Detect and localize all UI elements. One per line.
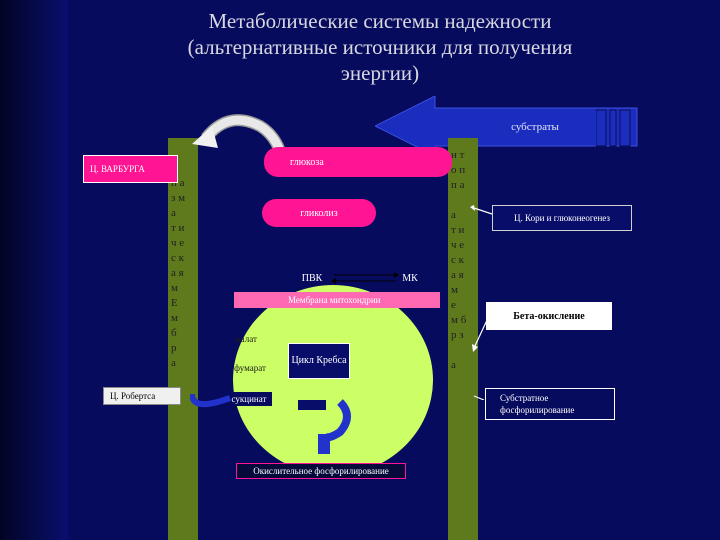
succinate-label: сукцинат [226, 392, 272, 406]
substrate-phos-box: Субстратное фосфорилирование [485, 388, 615, 420]
left-gradient-panel [0, 0, 68, 540]
title-line-1: Метаболические системы надежности [208, 9, 552, 33]
mitochondria-oval [233, 285, 433, 475]
mk-label: МК [402, 272, 418, 284]
cori-cycle-box: Ц. Кори и глюконеогенез [492, 205, 632, 231]
arrow-tail-stripes-icon [596, 109, 631, 147]
roberts-cycle-box: Ц. Робертса [103, 387, 181, 405]
title-line-2: (альтернативные источники для получения [187, 35, 573, 59]
atp-hook-arrow-icon [298, 399, 351, 454]
warburg-cycle-box: Ц. ВАРБУРГА [83, 155, 178, 183]
title-line-3: энергии) [340, 61, 420, 85]
left-membrane-bar [168, 138, 198, 540]
substrates-label: субстраты [511, 121, 559, 133]
left-membrane-text: п а з м а т и ч е с к а я м Е м б р а [171, 177, 186, 369]
glycolysis-box: гликолиз [262, 199, 376, 227]
fumarate-label: фумарат [234, 363, 266, 373]
oxphos-box: Окислительное фосфорилирование [236, 463, 406, 479]
right-membrane-text: н т о п п а а т и ч е с к а я м е м б р … [451, 149, 467, 371]
pvk-label: ПВК [301, 272, 323, 284]
roberts-connector-icon [190, 393, 232, 407]
right-arrows-icon [470, 205, 493, 400]
page-title: Метаболические системы надежности (альте… [120, 8, 640, 86]
mito-membrane-bar: Мембрана митохондрии [234, 292, 440, 308]
pvk-mk-arrows-icon [331, 272, 399, 284]
right-membrane-bar [448, 138, 478, 540]
malate-label: малат [235, 334, 257, 344]
krebs-cycle-box: Цикл Кребса [288, 343, 350, 379]
beta-oxidation-box: Бета-окисление [486, 302, 612, 330]
glucose-box: глюкоза [264, 147, 452, 177]
